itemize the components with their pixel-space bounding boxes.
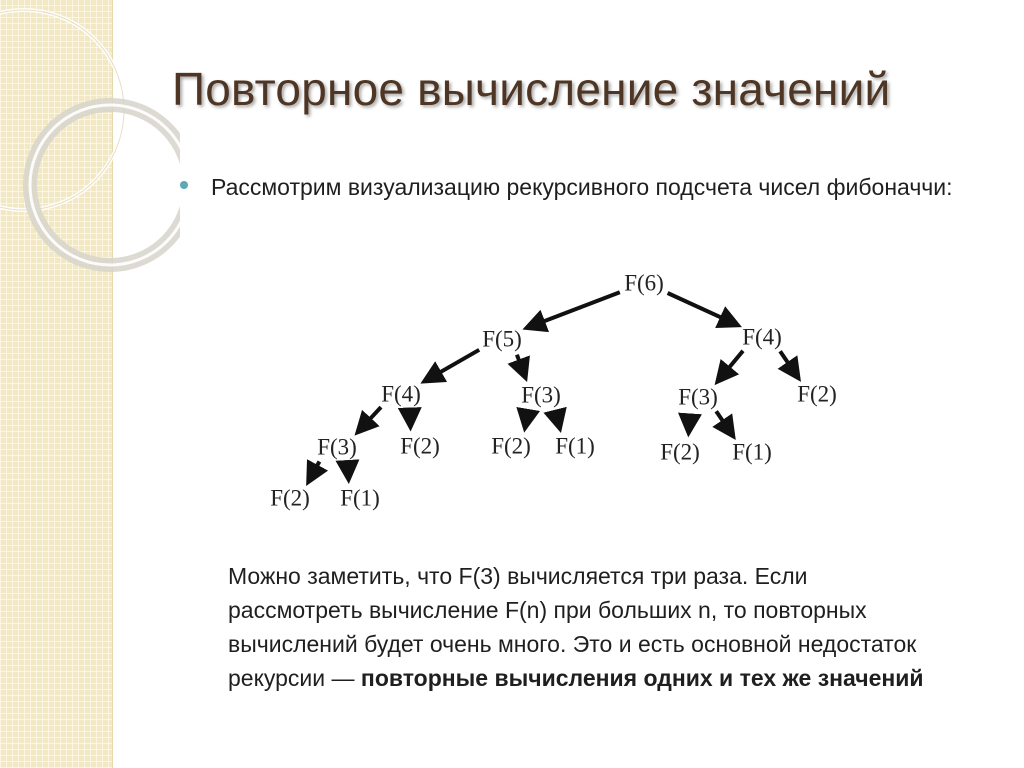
tree-arrow-root-r	[666, 291, 742, 329]
tree-node-lllr: F(1)	[340, 486, 380, 511]
bullet-text: Рассмотрим визуализацию рекурсивного под…	[211, 174, 953, 200]
tree-arrow-rl-rlr	[712, 410, 736, 440]
tree-arrow-lr-lrr	[543, 406, 567, 434]
tree-arrow-lr-lrl	[516, 406, 541, 433]
tree-arrow-ll-lll	[354, 405, 383, 436]
note-bold-text: повторные вычисления одних и тех же знач…	[360, 665, 924, 691]
tree-node-llll: F(2)	[270, 486, 310, 511]
tree-arrow-root-l	[522, 290, 621, 333]
tree-node-root: F(6)	[624, 271, 664, 296]
tree-node-llr: F(2)	[400, 434, 440, 459]
note-paragraph: Можно заметить, что F(3) вычисляется три…	[228, 559, 928, 695]
tree-arrow-r-rl	[714, 349, 745, 386]
tree-arrow-lll-llll	[306, 459, 329, 486]
tree-node-rr: F(2)	[797, 382, 837, 407]
fibonacci-tree-diagram: F(6) F(5) F(4) F(4) F(3) F(3) F(2) F(3) F(2) F(2)…	[270, 271, 837, 511]
tree-node-lll: F(3)	[317, 435, 357, 460]
note-text: Можно заметить, что F(3) вычисляется три…	[228, 563, 917, 691]
tree-arrow-ll-llr	[397, 407, 422, 432]
tree-arrow-rl-rll	[678, 412, 702, 438]
tree-node-rlr: F(1)	[732, 440, 772, 465]
tree-node-r: F(4)	[742, 325, 782, 350]
tree-node-lrl: F(2)	[491, 434, 531, 459]
tree-arrow-l-ll	[420, 348, 481, 384]
tree-arrow-r-rr	[777, 350, 801, 382]
tree-node-rl: F(3)	[678, 385, 718, 410]
tree-node-ll: F(4)	[381, 382, 421, 407]
tree-arrow-lll-lllr	[335, 459, 360, 484]
tree-node-rll: F(2)	[660, 440, 700, 465]
slide-title: Повторное вычисление значений	[172, 63, 891, 115]
decorative-circles	[0, 8, 180, 272]
tree-node-l: F(5)	[482, 327, 522, 352]
tree-node-lr: F(3)	[521, 383, 561, 408]
bullet-dot-icon	[180, 181, 188, 189]
tree-node-lrr: F(1)	[555, 434, 595, 459]
tree-arrow-l-lr	[507, 354, 530, 383]
